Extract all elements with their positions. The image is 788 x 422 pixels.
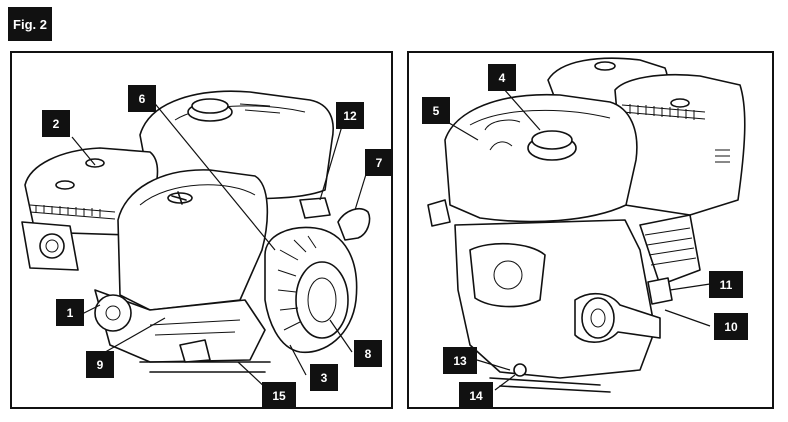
- callout-1: 1: [56, 299, 84, 326]
- callout-13: 13: [443, 347, 477, 374]
- callout-10: 10: [714, 313, 748, 340]
- left-engine-illustration: [21, 90, 371, 373]
- callout-15: 15: [262, 382, 296, 409]
- left-rocker-cover: [117, 169, 269, 311]
- callout-11: 11: [709, 271, 743, 298]
- callout-2: 2: [42, 110, 70, 137]
- callout-12: 12: [336, 102, 364, 129]
- left-pto-shaft: [94, 294, 132, 332]
- callout-5: 5: [422, 97, 450, 124]
- callout-4: 4: [488, 64, 516, 91]
- callout-6: 6: [128, 85, 156, 112]
- callout-3: 3: [310, 364, 338, 391]
- figure-label: Fig. 2: [8, 7, 52, 41]
- callout-9: 9: [86, 351, 114, 378]
- right-drain-plug: [513, 363, 527, 377]
- callout-7: 7: [365, 149, 393, 176]
- callout-8: 8: [354, 340, 382, 367]
- callout-14: 14: [459, 382, 493, 409]
- right-engine-illustration: [427, 57, 746, 393]
